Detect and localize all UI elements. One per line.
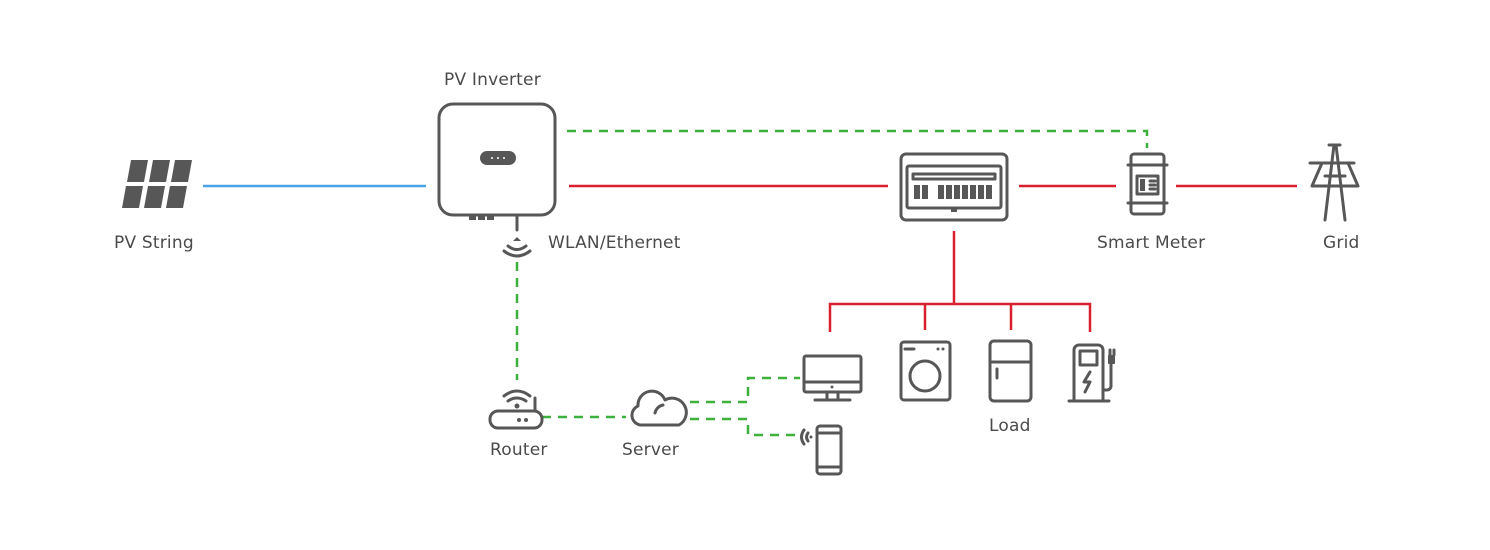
comm-lines <box>515 129 1149 437</box>
label-pv-string: PV String <box>114 233 194 253</box>
comm-line-server-to-monitor <box>690 376 800 404</box>
comm-line-inverter-to-meter <box>567 129 1149 148</box>
smart-meter-icon <box>1126 152 1169 216</box>
washing-machine-icon <box>899 340 952 402</box>
label-router: Router <box>490 440 548 460</box>
ac-load-bus <box>828 302 1092 332</box>
label-server: Server <box>622 440 679 460</box>
comm-line-server-to-phone <box>690 417 800 437</box>
monitor-icon <box>802 354 863 402</box>
breaker-panel-icon <box>899 152 1009 222</box>
wireless-signal-icon <box>502 237 532 258</box>
power-tower-icon <box>1308 143 1360 222</box>
cloud-icon <box>630 389 688 427</box>
inverter-icon <box>437 102 557 232</box>
label-grid: Grid <box>1323 233 1360 253</box>
smartphone-icon <box>800 424 843 476</box>
ac-lines <box>569 184 1297 332</box>
label-load: Load <box>989 416 1031 436</box>
label-pv-inverter: PV Inverter <box>444 70 541 90</box>
label-smart-meter: Smart Meter <box>1097 233 1206 253</box>
router-icon <box>488 389 544 430</box>
solar-panel-icon <box>122 160 192 208</box>
fridge-icon <box>988 339 1033 403</box>
ev-charger-icon <box>1067 343 1116 403</box>
label-wlan-ethernet: WLAN/Ethernet <box>548 233 681 253</box>
